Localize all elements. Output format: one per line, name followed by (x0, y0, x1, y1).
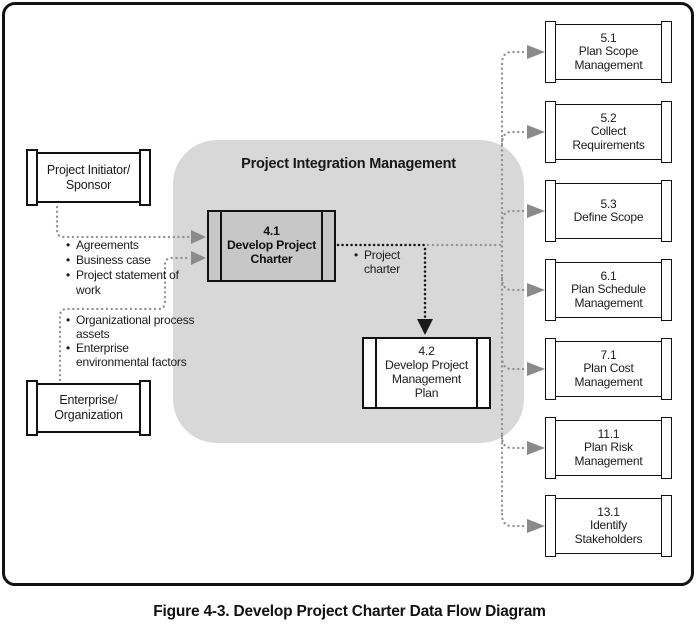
list-item: Agreements (66, 238, 186, 253)
list-item: Project charter (354, 248, 412, 276)
box-right-bar (660, 21, 672, 83)
enterprise-inputs-list: Organizational process assets Enterprise… (66, 313, 200, 369)
box-label-line: Plan Scope (578, 44, 639, 59)
entity-right-bar (139, 380, 151, 436)
box-label-line: Plan Schedule (571, 282, 646, 297)
process-label-line: 4.1 (263, 224, 280, 239)
entity-left-bar (26, 380, 38, 436)
process-label-line: Develop Project (226, 238, 317, 253)
process-box-13-1-identify-stakeholders: 13.1 Identify Stakeholders (545, 495, 672, 557)
box-label-line: Requirements (572, 137, 645, 152)
box-right-bar (660, 495, 672, 557)
process-box-7-1-plan-cost-management: 7.1 Plan Cost Management (545, 338, 672, 400)
box-label-line: 5.1 (600, 30, 617, 45)
process-label-line: Charter (250, 251, 293, 266)
box-right-bar (660, 259, 672, 321)
process-box-4-1-develop-project-charter: 4.1 Develop Project Charter (207, 210, 336, 282)
box-label-line: Management (574, 57, 643, 72)
entity-label-line: Enterprise/ (59, 393, 118, 407)
box-label-line: Management (574, 374, 643, 389)
box-right-bar (660, 180, 672, 242)
box-label-line: Collect (590, 124, 627, 139)
box-left-bar (545, 495, 557, 557)
box-label-line: 11.1 (597, 426, 620, 441)
initiator-inputs-list: Agreements Business case Project stateme… (66, 238, 186, 298)
box-label-line: 6.1 (600, 268, 617, 283)
entity-project-initiator-sponsor: Project Initiator/ Sponsor (26, 149, 151, 206)
box-label-line: 13.1 (597, 504, 620, 519)
list-item: Business case (66, 253, 186, 268)
box-left-bar (545, 417, 557, 479)
panel-title: Project Integration Management (241, 156, 456, 172)
box-label-line: Identify (589, 518, 628, 533)
process-label-line: Management (391, 372, 462, 386)
process-label-line: Develop Project (384, 358, 469, 373)
box-label-line: Plan Risk (584, 440, 633, 455)
list-item: Organizational process assets (66, 313, 200, 341)
box-label-line: Plan Cost (583, 361, 634, 376)
box-label-line: 7.1 (600, 347, 617, 362)
box-label-line: Define Scope (573, 210, 644, 224)
box-left-bar (545, 338, 557, 400)
process-box-11-1-plan-risk-management: 11.1 Plan Risk Management (545, 417, 672, 479)
box-label-line: Management (574, 295, 643, 310)
entity-label-line: Project Initiator/ (46, 162, 131, 177)
process-label-line: 4.2 (418, 344, 435, 359)
box-left-bar (545, 101, 557, 163)
box-left-bar (545, 180, 557, 242)
process-label-line: Plan (414, 385, 439, 400)
process-box-5-2-collect-requirements: 5.2 Collect Requirements (545, 101, 672, 163)
entity-label-line: Sponsor (65, 177, 112, 192)
box-label-line: Management (574, 453, 643, 468)
box-label-line: 5.2 (600, 110, 617, 125)
process-box-4-2-develop-project-management-plan: 4.2 Develop Project Management Plan (362, 337, 491, 409)
entity-enterprise-organization: Enterprise/ Organization (26, 380, 151, 436)
list-item: Project statement of work (66, 268, 186, 298)
box-label-line: Stakeholders (574, 531, 643, 546)
process-box-6-1-plan-schedule-management: 6.1 Plan Schedule Management (545, 259, 672, 321)
entity-label-line: Organization (54, 408, 123, 422)
process-box-5-3-define-scope: 5.3 Define Scope (545, 180, 672, 242)
entity-left-bar (26, 149, 38, 206)
box-right-bar (660, 417, 672, 479)
process-box-5-1-plan-scope-management: 5.1 Plan Scope Management (545, 21, 672, 83)
box-right-bar (660, 101, 672, 163)
figure-caption: Figure 4-3. Develop Project Charter Data… (153, 603, 546, 620)
box-left-bar (545, 259, 557, 321)
box-left-bar (545, 21, 557, 83)
project-charter-output-label: Project charter (354, 248, 412, 276)
list-item: Enterprise environmental factors (66, 341, 200, 369)
box-right-bar (660, 338, 672, 400)
entity-right-bar (139, 149, 151, 206)
box-label-line: 5.3 (600, 196, 617, 211)
